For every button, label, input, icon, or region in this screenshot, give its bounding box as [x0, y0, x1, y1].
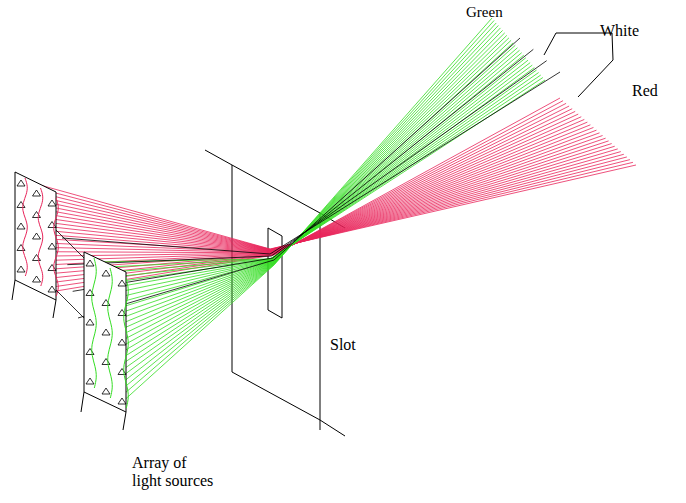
ray	[112, 35, 507, 364]
green-label: Green	[466, 4, 503, 21]
ray	[49, 101, 563, 288]
array-link	[56, 230, 84, 318]
white-rays	[62, 38, 560, 318]
ray	[94, 75, 541, 273]
ray	[118, 23, 496, 393]
ray	[113, 33, 504, 370]
ray	[46, 109, 573, 274]
ray	[67, 61, 546, 265]
ray	[73, 49, 534, 291]
ray	[25, 157, 627, 250]
ray	[103, 55, 524, 319]
ray	[50, 98, 560, 292]
light-source-arrays	[12, 172, 128, 430]
ray	[47, 106, 569, 279]
ray	[120, 18, 492, 404]
green-fan	[92, 18, 545, 404]
ray	[114, 30, 502, 375]
ray	[107, 48, 518, 336]
white-label: White	[600, 22, 639, 40]
ray	[100, 63, 530, 302]
ray	[119, 20, 494, 398]
ray	[48, 103, 566, 283]
ray	[111, 38, 509, 359]
array-label: Array of light sources	[132, 454, 217, 489]
ray	[99, 65, 533, 296]
green-source-array	[81, 252, 128, 430]
ray	[42, 117, 581, 261]
white-bracket	[544, 33, 613, 97]
ray	[78, 38, 520, 318]
ray	[105, 50, 519, 330]
red-label: Red	[632, 82, 658, 100]
red-source-array	[12, 172, 58, 318]
ray	[110, 40, 511, 353]
slot-label: Slot	[330, 336, 356, 354]
ray	[93, 78, 543, 268]
ray	[44, 111, 575, 269]
ray	[92, 80, 545, 262]
ray	[26, 154, 623, 250]
